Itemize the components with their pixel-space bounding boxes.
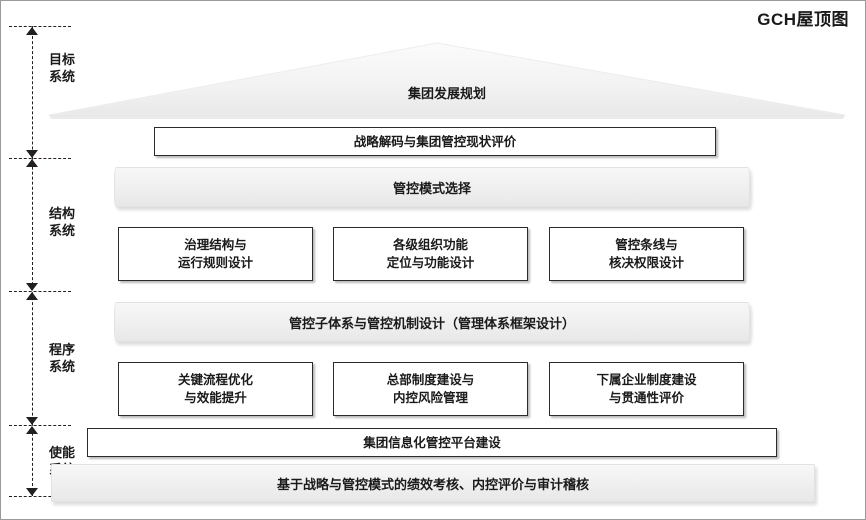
box-process-optimization[interactable]: 关键流程优化 与效能提升 <box>118 362 313 416</box>
box-subsidiary-system-line1: 下属企业制度建设 <box>596 373 697 387</box>
box-control-line-authority[interactable]: 管控条线与 核决权限设计 <box>549 227 744 281</box>
page-title: GCH屋顶图 <box>757 10 849 29</box>
box-governance-structure-line1: 治理结构与 <box>184 238 247 252</box>
band-performance-audit[interactable]: 基于战略与管控模式的绩效考核、内控评价与审计稽核 <box>51 464 815 502</box>
axis-arrow-down-enable <box>26 417 38 425</box>
box-control-line-authority-line2: 核决权限设计 <box>608 256 684 270</box>
band-subsystem-design[interactable]: 管控子体系与管控机制设计（管理体系框架设计） <box>114 302 750 342</box>
axis-tick-structure <box>9 158 71 159</box>
axis-arrow-down-bottom <box>26 488 38 496</box>
roof-label: 集团发展规划 <box>407 86 486 101</box>
axis-arrow-down-structure <box>26 150 38 158</box>
stage-label-goal-line2: 系统 <box>49 69 76 84</box>
box-subsidiary-system[interactable]: 下属企业制度建设 与贯通性评价 <box>549 362 744 416</box>
axis-tick-top <box>9 26 71 27</box>
roof-shape: 集团发展规划 <box>47 41 847 121</box>
stage-label-process-line1: 程序 <box>49 342 76 357</box>
stage-label-goal-line1: 目标 <box>49 52 76 67</box>
band-it-platform-label: 集团信息化管控平台建设 <box>363 435 501 450</box>
box-governance-structure[interactable]: 治理结构与 运行规则设计 <box>118 227 313 281</box>
axis-arrow-down-process <box>26 283 38 291</box>
band-strategy-decode-label: 战略解码与集团管控现状评价 <box>353 134 517 149</box>
band-subsystem-design-label: 管控子体系与管控机制设计（管理体系框架设计） <box>288 315 575 331</box>
box-process-optimization-line2: 与效能提升 <box>184 391 247 405</box>
axis-tick-process <box>9 291 71 292</box>
stage-label-structure-line2: 系统 <box>49 223 76 238</box>
band-control-mode[interactable]: 管控模式选择 <box>114 167 750 207</box>
stage-label-structure: 结构 系统 <box>49 205 75 239</box>
box-hq-system-risk[interactable]: 总部制度建设与 内控风险管理 <box>333 362 528 416</box>
band-it-platform[interactable]: 集团信息化管控平台建设 <box>87 428 777 457</box>
axis-arrow-up-enable <box>26 426 38 434</box>
axis-arrow-up-structure <box>26 159 38 167</box>
box-org-function-line1: 各级组织功能 <box>392 238 468 252</box>
band-performance-audit-label: 基于战略与管控模式的绩效考核、内控评价与审计稽核 <box>276 476 589 492</box>
stage-axis-line <box>32 26 33 496</box>
stage-label-goal: 目标 系统 <box>49 51 75 85</box>
stage-label-process: 程序 系统 <box>49 341 75 375</box>
axis-tick-enable <box>9 425 71 426</box>
band-control-mode-label: 管控模式选择 <box>392 180 471 196</box>
box-hq-system-risk-line1: 总部制度建设与 <box>386 373 475 387</box>
stage-label-structure-line1: 结构 <box>49 206 76 221</box>
box-hq-system-risk-line2: 内控风险管理 <box>392 391 468 405</box>
axis-arrow-up-top <box>26 27 38 35</box>
band-strategy-decode[interactable]: 战略解码与集团管控现状评价 <box>154 127 716 156</box>
stage-label-process-line2: 系统 <box>49 359 76 374</box>
axis-arrow-up-process <box>26 292 38 300</box>
box-org-function[interactable]: 各级组织功能 定位与功能设计 <box>333 227 528 281</box>
box-control-line-authority-line1: 管控条线与 <box>615 238 678 252</box>
stage-label-enable-line1: 使能 <box>49 445 76 460</box>
box-subsidiary-system-line2: 与贯通性评价 <box>608 391 684 405</box>
box-governance-structure-line2: 运行规则设计 <box>177 256 253 270</box>
box-process-optimization-line1: 关键流程优化 <box>177 373 253 387</box>
box-org-function-line2: 定位与功能设计 <box>386 256 475 270</box>
axis-tick-bottom <box>9 496 71 497</box>
